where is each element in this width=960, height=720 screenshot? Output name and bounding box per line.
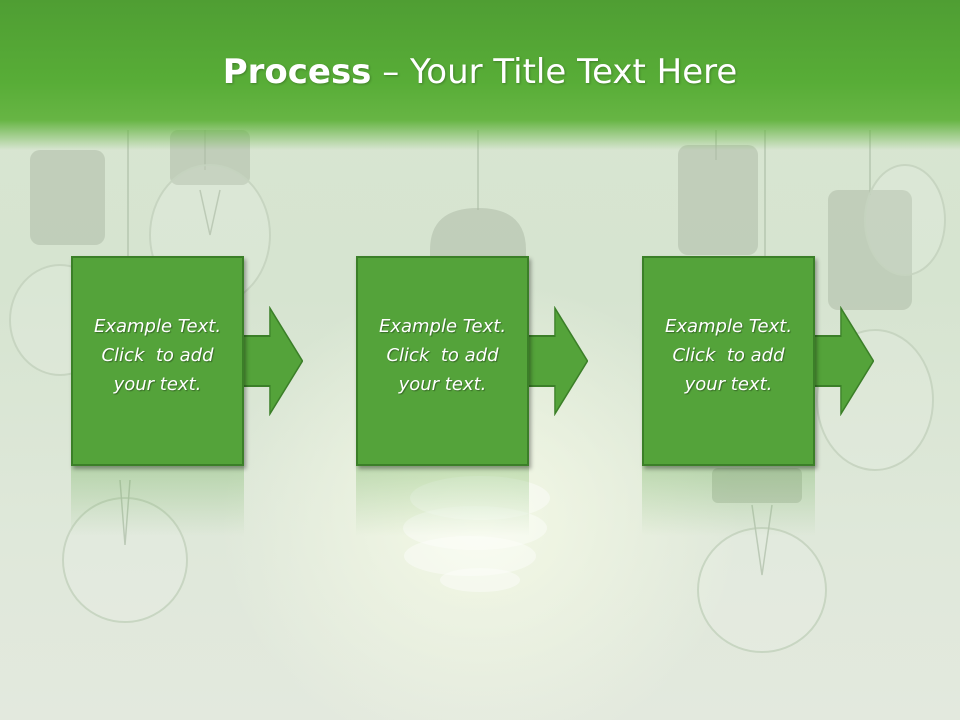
process-step-2[interactable]: Example Text. Click to add your text. (356, 256, 529, 466)
step-2-text[interactable]: Example Text. Click to add your text. (368, 312, 518, 399)
slide-title[interactable]: Process – Your Title Text Here (0, 52, 960, 92)
arrow-right-icon (814, 306, 874, 416)
step-1-text[interactable]: Example Text. Click to add your text. (83, 312, 233, 399)
step-1-reflection (71, 466, 244, 536)
step-2-line-3: your text. (398, 373, 487, 395)
arrow-right-icon (243, 306, 303, 416)
step-3-line-2: Click to add (672, 344, 785, 366)
step-3-line-3: your text. (684, 373, 773, 395)
step-1-line-3: your text. (113, 373, 202, 395)
step-3-line-1: Example Text. (664, 315, 793, 337)
title-rest: – Your Title Text Here (371, 52, 738, 92)
step-3-reflection (642, 466, 815, 536)
process-step-1[interactable]: Example Text. Click to add your text. (71, 256, 244, 466)
title-bold: Process (222, 52, 372, 92)
step-3-text[interactable]: Example Text. Click to add your text. (654, 312, 804, 399)
step-2-line-1: Example Text. (378, 315, 507, 337)
step-2-line-2: Click to add (386, 344, 499, 366)
step-2-reflection (356, 466, 529, 536)
step-1-line-1: Example Text. (93, 315, 222, 337)
step-1-line-2: Click to add (101, 344, 214, 366)
arrow-right-icon (528, 306, 588, 416)
process-step-3[interactable]: Example Text. Click to add your text. (642, 256, 815, 466)
title-bar (0, 0, 960, 150)
